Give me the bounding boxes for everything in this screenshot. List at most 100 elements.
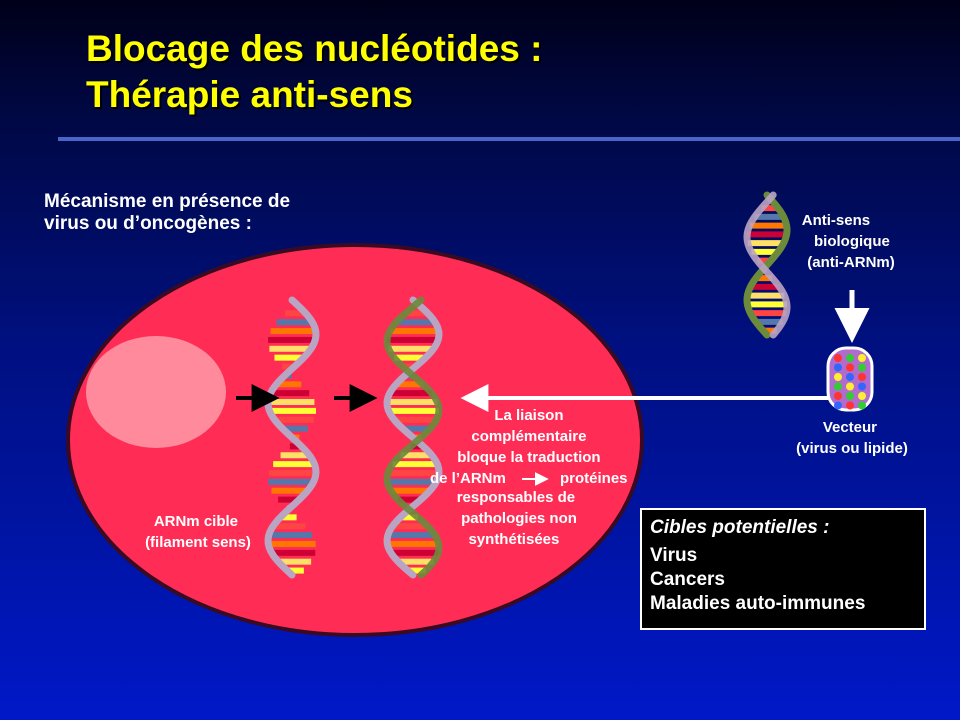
base-pair	[387, 469, 439, 476]
base-pair	[388, 345, 434, 352]
base-pair	[278, 496, 300, 503]
helix-strand	[383, 296, 443, 579]
base-pair	[402, 425, 431, 432]
helix-strand	[743, 191, 791, 339]
title-line-2: Thérapie anti-sens	[86, 74, 413, 115]
capsule-particle	[858, 392, 866, 400]
capsule-particle	[846, 401, 854, 410]
base-pair	[389, 390, 432, 397]
antisense-label: Anti-sens biologique (anti-ARNm)	[802, 212, 895, 271]
capsule-particle	[834, 354, 842, 362]
base-pair	[269, 345, 311, 352]
base-pair	[280, 452, 310, 459]
capsule-particle	[834, 392, 842, 400]
base-pair	[387, 336, 439, 343]
mechanism-heading: Mécanisme en présence de virus ou d’onco…	[44, 191, 290, 235]
capsule-particle	[834, 373, 842, 381]
targets-title: Cibles potentielles :	[650, 517, 830, 538]
base-pair	[407, 567, 426, 574]
base-pair	[747, 240, 784, 247]
title-underline	[58, 137, 960, 141]
binding-explanation: La liaison complémentaire bloque la trad…	[457, 407, 605, 548]
title-line-1: Blocage des nucléotides :	[86, 28, 543, 69]
capsule-particle	[858, 373, 866, 381]
base-pair	[274, 416, 314, 423]
capsule-particle	[858, 363, 866, 372]
base-pair	[747, 301, 787, 308]
mechanism-line-2: virus ou d’oncogènes :	[44, 213, 252, 234]
targets-list: Virus Cancers Maladies auto-immunes	[650, 544, 916, 616]
base-pair	[410, 443, 424, 450]
base-pair	[396, 319, 436, 326]
nucleus	[86, 336, 226, 448]
base-pair	[405, 310, 428, 317]
base-pair	[750, 310, 787, 317]
vector-capsule	[826, 346, 874, 412]
capsule-particle	[846, 373, 854, 381]
base-pair	[273, 523, 306, 530]
base-pair	[761, 205, 779, 212]
capsule-particle	[834, 382, 842, 391]
capsule-particle	[858, 382, 866, 391]
target-item-virus: Virus	[650, 545, 698, 566]
base-pair	[271, 549, 316, 556]
base-pair	[271, 487, 308, 494]
capsule-particle	[858, 354, 866, 362]
capsule-particle	[834, 401, 842, 410]
cell	[66, 243, 644, 637]
base-pair	[268, 469, 316, 476]
base-pair	[268, 399, 315, 406]
target-mrna-helix	[264, 296, 320, 579]
base-pair	[387, 399, 438, 406]
base-pair	[396, 381, 424, 388]
capsule-particle	[846, 392, 854, 400]
base-pair	[276, 381, 302, 388]
base-pair	[755, 275, 773, 282]
base-pair	[387, 478, 437, 485]
mechanism-line-1: Mécanisme en présence de	[44, 191, 291, 212]
antisense-helix	[743, 191, 791, 339]
base-pair	[757, 257, 771, 264]
base-pair	[390, 487, 430, 494]
base-pair	[268, 532, 313, 539]
vector-label: Vecteur (virus ou lipide)	[796, 419, 908, 457]
base-pair	[390, 549, 439, 556]
base-pair	[398, 558, 434, 565]
base-pair	[388, 407, 439, 414]
capsule-particle	[834, 363, 842, 372]
base-pair	[747, 231, 787, 238]
base-pair	[400, 452, 432, 459]
base-pair	[392, 523, 428, 530]
base-pair	[389, 328, 439, 335]
base-pair	[387, 532, 435, 539]
capsule-particle	[858, 401, 866, 410]
base-pair	[282, 425, 308, 432]
base-pair	[268, 540, 316, 547]
base-pair	[387, 540, 439, 547]
base-pair	[282, 363, 295, 370]
base-pair	[276, 319, 313, 326]
base-pair	[289, 443, 302, 450]
base-pair	[270, 390, 310, 397]
target-mrna-label: ARNm cible (filament sens)	[145, 513, 251, 551]
base-pair	[402, 363, 416, 370]
capsule-particle	[846, 382, 854, 391]
base-pair	[268, 336, 316, 343]
base-pair	[747, 292, 785, 299]
base-pair	[749, 222, 787, 229]
base-pair	[400, 514, 418, 521]
base-pair	[755, 318, 783, 325]
capsule-particle	[846, 354, 854, 362]
base-pair	[278, 558, 312, 565]
target-item-autoimmune: Maladies auto-immunes	[650, 593, 866, 614]
binding-line-4a: de l’ARNm	[430, 470, 506, 487]
helix-strand	[743, 191, 791, 339]
base-pair	[763, 327, 777, 334]
base-pair	[273, 461, 315, 468]
helix-strand	[264, 296, 320, 579]
base-pair	[754, 213, 784, 220]
base-pair	[394, 416, 437, 423]
helix-strand	[383, 296, 443, 579]
base-pair	[269, 407, 316, 414]
